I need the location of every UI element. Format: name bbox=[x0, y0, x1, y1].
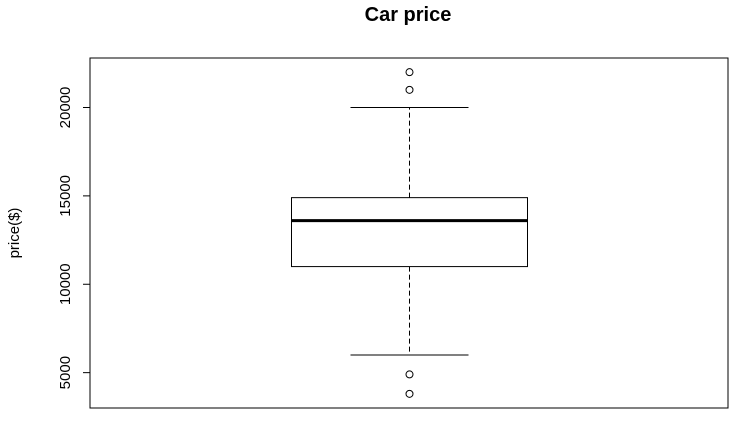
outlier-point bbox=[405, 85, 414, 94]
chart-title: Car price bbox=[365, 4, 452, 26]
outlier-point bbox=[405, 370, 414, 379]
iqr-box bbox=[291, 197, 528, 268]
outlier-point bbox=[405, 389, 414, 398]
y-tick-label: 10000 bbox=[57, 263, 74, 305]
y-axis-ticks: 5000 10000 15000 20000 bbox=[57, 87, 90, 389]
y-tick-label: 15000 bbox=[57, 175, 74, 217]
outlier-point bbox=[405, 68, 414, 77]
y-axis-label: price($) bbox=[6, 208, 23, 259]
y-tick-label: 20000 bbox=[57, 87, 74, 129]
y-tick-label: 5000 bbox=[57, 356, 74, 389]
box-group bbox=[291, 68, 528, 398]
